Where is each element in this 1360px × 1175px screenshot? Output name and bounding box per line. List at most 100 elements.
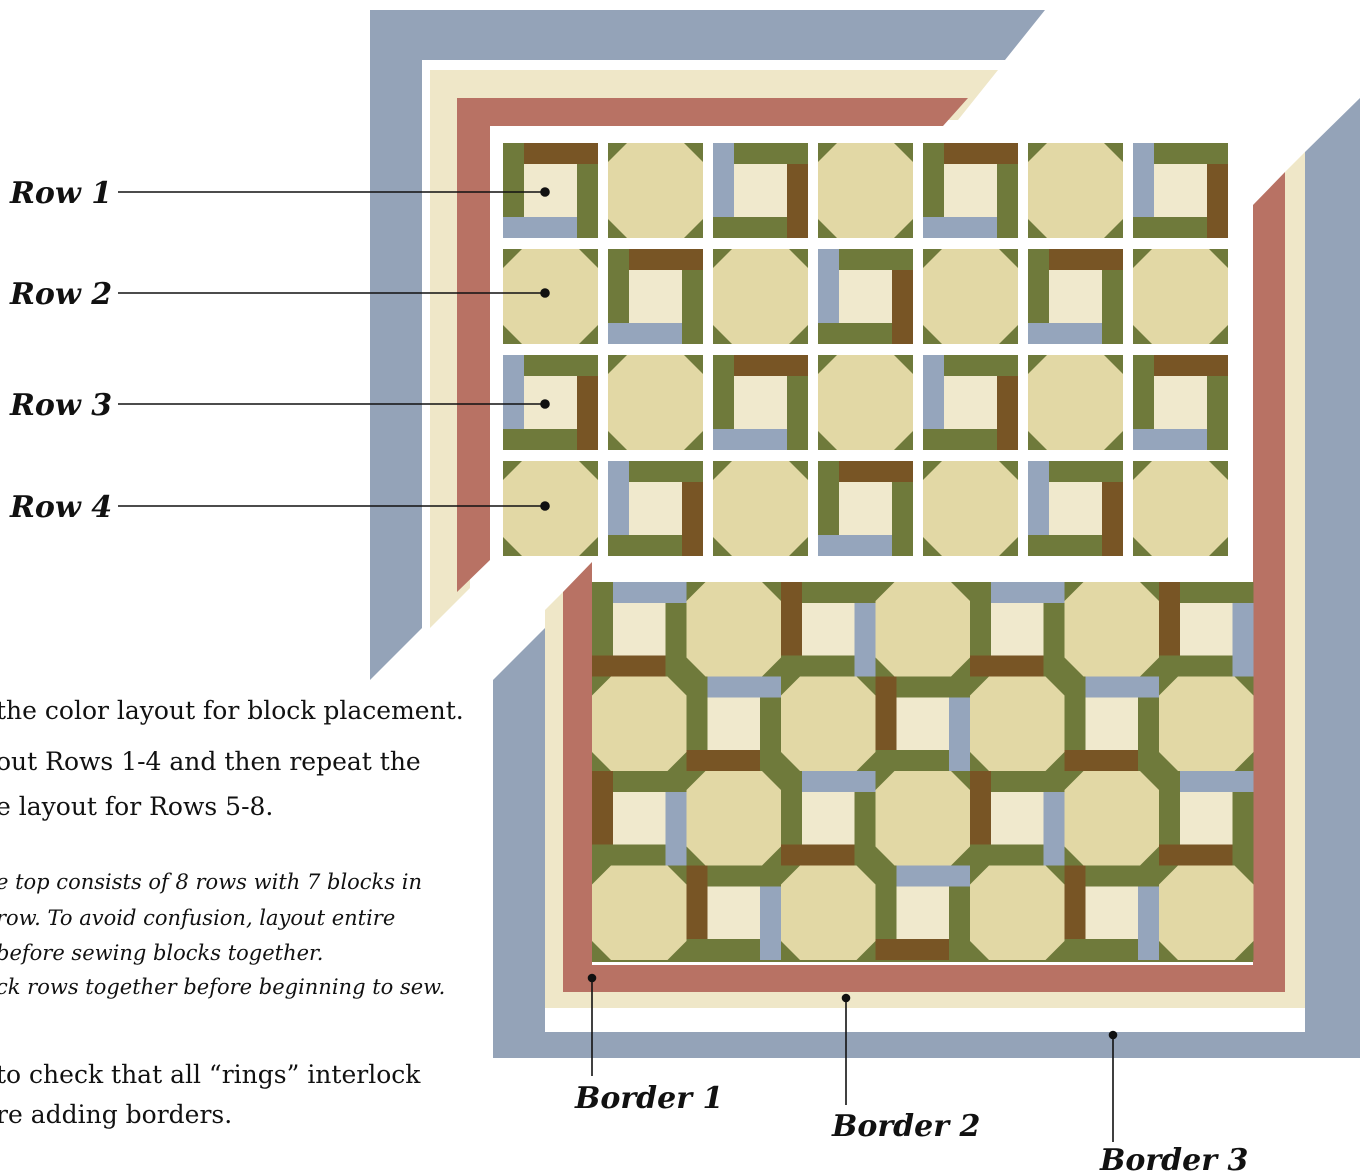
ring-rail-bottom: [1065, 939, 1139, 960]
ring-rail-top: [1180, 582, 1254, 603]
ring-rail-left: [818, 249, 839, 323]
ring-rail-left: [1133, 355, 1154, 429]
ring-block: [503, 355, 598, 450]
ring-rail-left: [1159, 771, 1180, 845]
final-note-line-2: re adding borders.: [0, 1100, 232, 1129]
snowball-octagon: [1159, 677, 1254, 772]
ring-rail-right: [1044, 792, 1065, 866]
ring-rail-left: [687, 677, 708, 751]
snowball-block: [1065, 582, 1160, 677]
ring-rail-top: [839, 249, 913, 270]
snowball-block: [608, 355, 703, 450]
ring-rail-right: [855, 792, 876, 866]
ring-block: [687, 677, 782, 772]
instruction-line-2: out Rows 1-4 and then repeat the: [0, 747, 421, 776]
ring-rail-top: [802, 582, 876, 603]
border-1-label: Border 1: [574, 1081, 723, 1116]
ring-rail-left: [1065, 677, 1086, 751]
ring-rail-bottom: [1133, 217, 1207, 238]
ring-rail-left: [592, 582, 613, 656]
instruction-line-3: e layout for Rows 5-8.: [0, 792, 273, 821]
snowball-block: [503, 249, 598, 344]
ring-rail-bottom: [1028, 535, 1102, 556]
snowball-octagon: [713, 461, 808, 556]
ring-rail-right: [577, 376, 598, 450]
ring-rail-left: [818, 461, 839, 535]
snowball-block: [1028, 143, 1123, 238]
ring-rail-right: [1138, 887, 1159, 961]
ring-rail-top: [897, 677, 971, 698]
ring-rail-bottom: [818, 535, 892, 556]
ring-rail-right: [855, 603, 876, 677]
ring-rail-top: [708, 866, 782, 887]
snowball-block: [592, 677, 687, 772]
ring-rail-right: [1207, 164, 1228, 238]
ring-rail-right: [892, 482, 913, 556]
ring-block: [1028, 461, 1123, 556]
snowball-octagon: [1028, 355, 1123, 450]
ring-rail-top: [839, 461, 913, 482]
ring-rail-bottom: [1159, 845, 1233, 866]
ring-rail-right: [949, 698, 970, 772]
ring-rail-bottom: [713, 217, 787, 238]
ring-rail-left: [1159, 582, 1180, 656]
ring-block: [923, 355, 1018, 450]
ring-rail-bottom: [592, 845, 666, 866]
ring-rail-bottom: [818, 323, 892, 344]
note-line-2: row. To avoid confusion, layout entire: [0, 906, 395, 930]
ring-block: [1028, 249, 1123, 344]
ring-block: [1133, 143, 1228, 238]
snowball-block: [1065, 771, 1160, 866]
ring-rail-top: [1180, 771, 1254, 792]
ring-rail-right: [666, 603, 687, 677]
ring-rail-bottom: [503, 429, 577, 450]
ring-rail-top: [1049, 461, 1123, 482]
snowball-octagon: [1065, 771, 1160, 866]
ring-rail-right: [682, 270, 703, 344]
ring-rail-left: [876, 866, 897, 940]
snowball-block: [592, 866, 687, 961]
ring-block: [970, 582, 1065, 677]
snowball-block: [713, 461, 808, 556]
snowball-octagon: [1159, 866, 1254, 961]
border-3-label: Border 3: [1099, 1143, 1248, 1175]
ring-rail-right: [666, 792, 687, 866]
ring-rail-top: [1086, 866, 1160, 887]
ring-rail-bottom: [1028, 323, 1102, 344]
ring-rail-right: [997, 164, 1018, 238]
snowball-block: [876, 582, 971, 677]
ring-rail-top: [524, 355, 598, 376]
ring-rail-left: [1065, 866, 1086, 940]
ring-block: [592, 582, 687, 677]
snowball-block: [1133, 249, 1228, 344]
snowball-block: [687, 771, 782, 866]
ring-rail-bottom: [876, 939, 950, 960]
ring-rail-left: [970, 582, 991, 656]
snowball-octagon: [1133, 461, 1228, 556]
snowball-block: [818, 355, 913, 450]
snowball-octagon: [876, 582, 971, 677]
ring-rail-bottom: [1065, 750, 1139, 771]
assembled-quilt: [592, 582, 1254, 962]
row-2-label: Row 2: [9, 277, 112, 312]
snowball-octagon: [1065, 582, 1160, 677]
ring-rail-bottom: [1133, 429, 1207, 450]
ring-rail-top: [629, 461, 703, 482]
ring-rail-left: [608, 461, 629, 535]
ring-rail-bottom: [781, 656, 855, 677]
snowball-octagon: [970, 677, 1065, 772]
snowball-octagon: [818, 355, 913, 450]
ring-rail-bottom: [923, 429, 997, 450]
ring-block: [1159, 771, 1254, 866]
ring-rail-top: [1154, 143, 1228, 164]
border-2-label: Border 2: [831, 1109, 980, 1144]
snowball-octagon: [923, 461, 1018, 556]
ring-rail-bottom: [781, 845, 855, 866]
ring-rail-left: [503, 143, 524, 217]
ring-rail-right: [760, 698, 781, 772]
ring-block: [1133, 355, 1228, 450]
ring-rail-left: [713, 355, 734, 429]
ring-rail-bottom: [970, 845, 1044, 866]
ring-rail-top: [991, 582, 1065, 603]
snowball-block: [970, 866, 1065, 961]
